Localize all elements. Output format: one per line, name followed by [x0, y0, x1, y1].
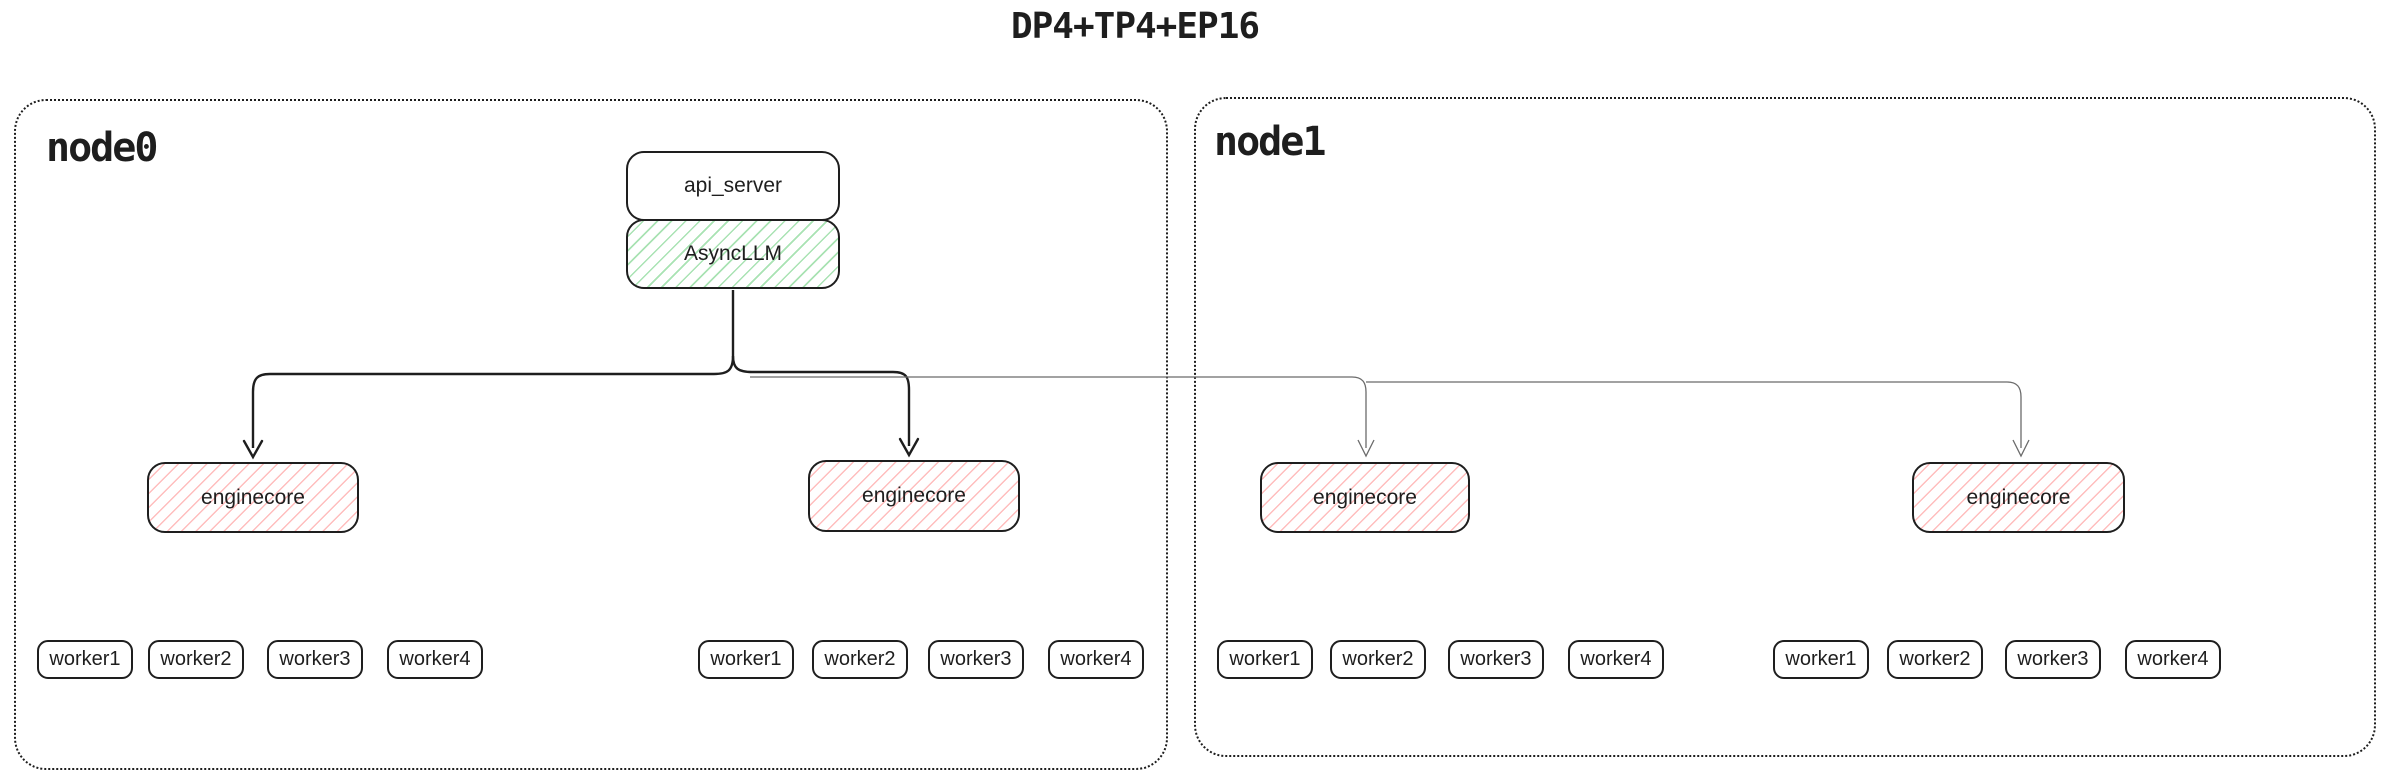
worker-label: worker4 — [1060, 648, 1132, 670]
enginecore-box: enginecore — [1260, 462, 1470, 533]
worker-label: worker4 — [2137, 648, 2209, 670]
worker-label: worker1 — [710, 648, 782, 670]
async-llm-box: AsyncLLM — [626, 219, 840, 289]
enginecore-label: enginecore — [1966, 485, 2071, 509]
enginecore-box: enginecore — [1912, 462, 2125, 533]
worker-box: worker1 — [1773, 640, 1869, 679]
worker-box: worker2 — [148, 640, 244, 679]
node0-label: node0 — [46, 125, 158, 171]
async-llm-label: AsyncLLM — [683, 242, 783, 265]
worker-label: worker1 — [1229, 648, 1301, 670]
worker-box: worker4 — [1568, 640, 1664, 679]
worker-label: worker2 — [1899, 648, 1971, 670]
worker-box: worker3 — [1448, 640, 1544, 679]
worker-label: worker2 — [824, 648, 896, 670]
worker-box: worker3 — [2005, 640, 2101, 679]
worker-box: worker1 — [698, 640, 794, 679]
worker-box: worker3 — [267, 640, 363, 679]
worker-box: worker1 — [1217, 640, 1313, 679]
worker-box: worker2 — [812, 640, 908, 679]
worker-box: worker3 — [928, 640, 1024, 679]
worker-box: worker4 — [1048, 640, 1144, 679]
worker-label: worker3 — [1460, 648, 1532, 670]
enginecore-label: enginecore — [201, 485, 305, 509]
worker-label: worker3 — [279, 648, 351, 670]
worker-box: worker4 — [2125, 640, 2221, 679]
worker-label: worker3 — [940, 648, 1012, 670]
api-server-label: api_server — [683, 174, 783, 197]
worker-label: worker1 — [49, 648, 121, 670]
enginecore-label: enginecore — [1313, 485, 1417, 509]
enginecore-box: enginecore — [808, 460, 1020, 532]
enginecore-label: enginecore — [862, 484, 966, 507]
worker-box: worker2 — [1330, 640, 1426, 679]
worker-label: worker2 — [1342, 648, 1414, 670]
api-server-box: api_server — [626, 151, 840, 221]
worker-label: worker4 — [1580, 648, 1652, 670]
worker-box: worker1 — [37, 640, 133, 679]
worker-box: worker2 — [1887, 640, 1983, 679]
worker-label: worker4 — [399, 648, 471, 670]
worker-label: worker2 — [160, 648, 232, 670]
worker-box: worker4 — [387, 640, 483, 679]
node1-label: node1 — [1214, 119, 1326, 165]
diagram-title: DP4+TP4+EP16 — [1010, 6, 1260, 47]
worker-label: worker3 — [2017, 648, 2089, 670]
enginecore-box: enginecore — [147, 462, 359, 533]
worker-label: worker1 — [1785, 648, 1857, 670]
